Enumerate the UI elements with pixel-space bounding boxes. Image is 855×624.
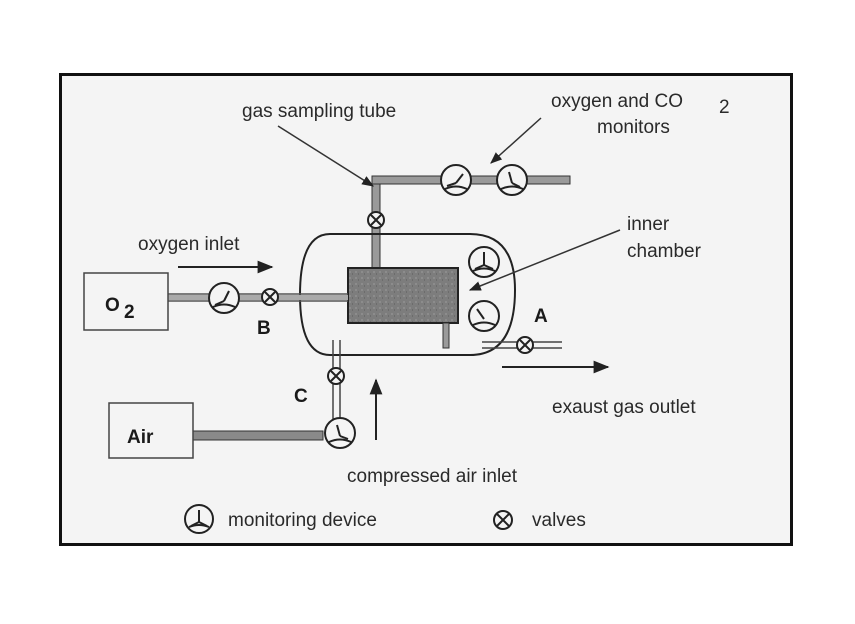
valve-b-label: B xyxy=(257,318,271,339)
legend-monitoring-device-label: monitoring device xyxy=(228,510,377,531)
valve-c xyxy=(327,367,345,385)
air-tank-box xyxy=(108,402,194,459)
monitor-air-line xyxy=(324,417,356,449)
gas-sampling-tube-label: gas sampling tube xyxy=(242,101,396,122)
monitors-arrow xyxy=(490,117,542,164)
valve-c-label: C xyxy=(294,386,308,407)
oxygen-tank-box xyxy=(83,272,169,331)
inner-chamber-arrow xyxy=(468,229,621,291)
exhaust-gas-outlet-label: exaust gas outlet xyxy=(552,397,696,418)
air-pipe xyxy=(192,430,324,441)
monitor-oxygen-line xyxy=(208,282,240,314)
valve-a-label: A xyxy=(534,306,548,327)
inner-chamber-block xyxy=(347,267,459,324)
gas-sampling-arrow xyxy=(277,125,375,187)
monitors-label-subscript: 2 xyxy=(719,97,730,118)
valve-b xyxy=(261,288,279,306)
legend-valve-icon xyxy=(493,510,513,530)
oxygen-tank-subscript: 2 xyxy=(124,302,135,323)
monitor-co2-analyzer xyxy=(496,164,528,196)
monitor-chamber-lower xyxy=(468,300,500,332)
inner-outlet-stub xyxy=(442,322,450,349)
monitors-label-line2: monitors xyxy=(597,117,670,138)
compressed-air-inlet-label: compressed air inlet xyxy=(347,466,518,487)
oxygen-inlet-label: oxygen inlet xyxy=(138,234,240,255)
inner-chamber-label-line1: inner xyxy=(627,214,670,235)
monitor-chamber-upper xyxy=(468,246,500,278)
oxygen-pipe xyxy=(168,293,348,302)
legend-monitor-icon xyxy=(184,504,214,534)
valve-a xyxy=(516,336,534,354)
legend: monitoring device valves xyxy=(184,504,586,534)
valve-sampling xyxy=(367,211,385,229)
monitor-oxygen-analyzer xyxy=(440,164,472,196)
oxygen-tank-label: O xyxy=(105,295,120,316)
air-tank-label: Air xyxy=(127,427,154,448)
legend-valves-label: valves xyxy=(532,510,586,531)
inner-chamber-label-line2: chamber xyxy=(627,241,702,262)
outer-chamber xyxy=(298,233,517,356)
monitors-label-line1: oxygen and CO xyxy=(551,91,683,112)
